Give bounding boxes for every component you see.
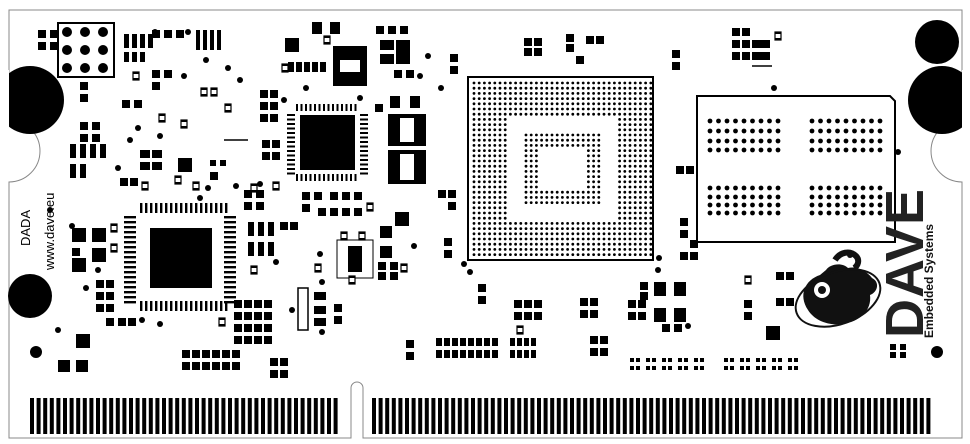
edge-connector-right [372,398,931,434]
ram-chip-balls [707,118,883,216]
board-label-website: www.dave.eu [42,192,57,270]
resistor-arrays [436,338,798,370]
dave-logo-mark [794,249,882,328]
smd-components [38,22,906,378]
mounting-hole-top-right-small [915,20,959,64]
fiducial-right [931,346,943,358]
bga-processor-balls [472,81,653,256]
board-label-dada: DADA [18,209,33,246]
crystal [333,46,367,86]
edge-connector-left [30,398,338,434]
inductor-2 [388,150,426,184]
ram-chip-outline [696,95,896,243]
mounting-hole-top-left [0,66,64,134]
bga-processor-outline [467,76,654,261]
qfp-chip-left [124,203,236,311]
mounting-hole-bottom-left [8,274,52,318]
fiducial-left [30,346,42,358]
mounting-hole-top-right [908,66,970,134]
pad-grid-topleft [62,27,108,73]
inductor-1 [388,114,426,146]
logo-subtext: Embedded Systems [922,223,936,338]
qfn-chip-middle [287,104,368,181]
